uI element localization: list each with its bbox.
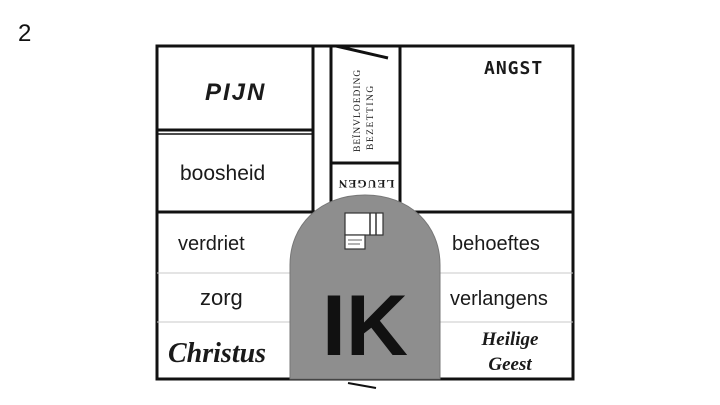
label-geest: Geest	[488, 354, 532, 375]
label-verdriet: verdriet	[178, 233, 245, 255]
label-christus: Christus	[168, 338, 266, 369]
label-behoeftes: behoeftes	[452, 233, 540, 255]
label-angst: ANGST	[484, 58, 543, 79]
arch-base-mark	[348, 383, 376, 388]
label-pijn: PIJN	[205, 79, 266, 106]
label-verlangens: verlangens	[450, 288, 548, 310]
center-label-ik: IK	[322, 278, 408, 374]
label-boosheid: boosheid	[180, 162, 265, 185]
label-heilige: Heilige	[481, 329, 540, 350]
label-leugen: LEUGEN	[338, 177, 395, 191]
label-bezetting: BEZETTING	[366, 84, 376, 150]
label-beinvloeding: BEÏNVLOEDING	[351, 69, 363, 152]
label-zorg: zorg	[200, 285, 243, 310]
slanted-line	[336, 46, 388, 58]
